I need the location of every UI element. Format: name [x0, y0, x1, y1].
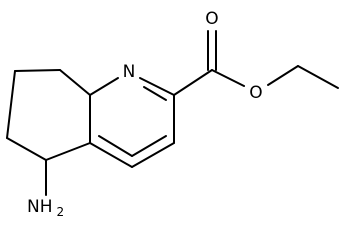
bond-c3-c4 — [131, 142, 175, 168]
atom-labels: N O O NH 2 — [27, 9, 263, 219]
amine-main-label: NH — [27, 197, 53, 217]
chemical-structure-diagram: N O O NH 2 — [6, 9, 339, 219]
ring-nitrogen-label: N — [123, 62, 136, 82]
amine-label: NH 2 — [27, 197, 64, 219]
ester-oxygen-label: O — [249, 83, 262, 103]
bond-ch2-to-ch3 — [297, 65, 339, 89]
bond-c8-c7 — [14, 69, 61, 72]
bond-ester-oxygen-to-ch2 — [267, 65, 299, 86]
carbonyl-oxygen-label: O — [205, 9, 218, 29]
bond-c2-carbonyl-carbon — [173, 69, 213, 96]
amine-subscript-label: 2 — [57, 205, 65, 219]
bond-c7-c6 — [6, 70, 16, 139]
bond-n1-c2-inner — [143, 86, 167, 101]
bond-carbonyl-to-ester-oxygen — [211, 69, 245, 87]
bond-c8a-n1 — [89, 77, 119, 96]
bond-c4-c4a — [89, 142, 133, 168]
bond-c5-c4a — [45, 142, 91, 161]
bonds — [6, 30, 339, 196]
bond-c6-c5 — [6, 137, 47, 161]
bond-n1-c2 — [139, 77, 175, 96]
bond-c4-c4a-inner — [98, 135, 133, 157]
bond-c8a-c8 — [59, 69, 91, 96]
bond-c3-c4-inner — [131, 135, 167, 157]
